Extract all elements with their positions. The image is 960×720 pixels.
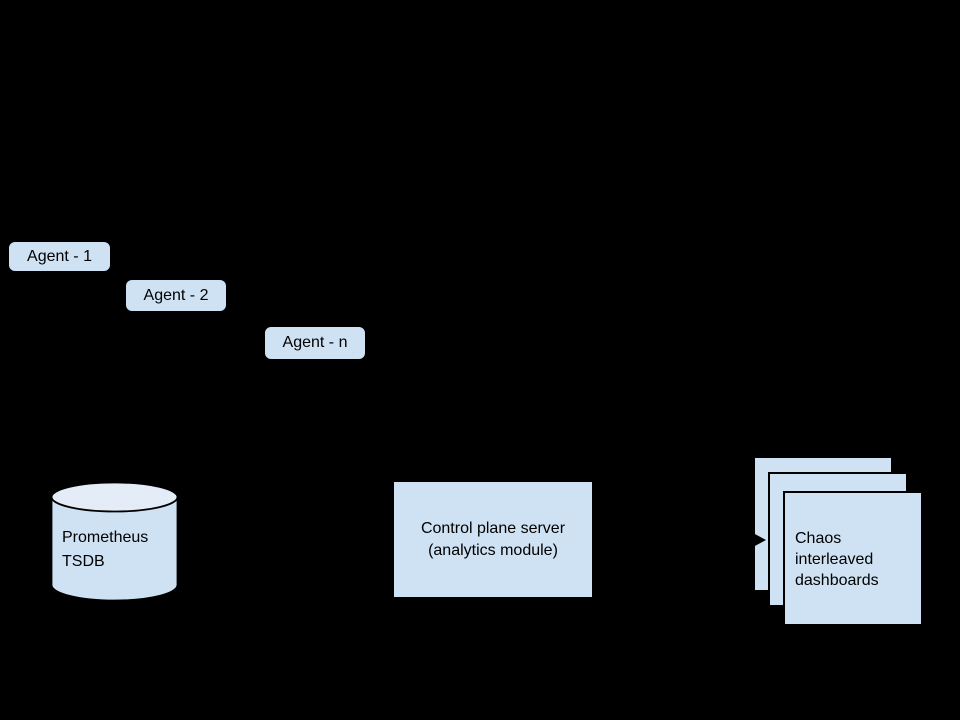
dashboards-label: Chaos interleaved dashboards — [795, 528, 879, 591]
control-plane-box: Control plane server (analytics module) — [393, 481, 593, 598]
dashboards-label-line3: dashboards — [795, 572, 879, 589]
control-plane-label-line1: Control plane server — [420, 519, 566, 537]
agent-2-node: Agent - 2 — [124, 278, 228, 313]
agent-1-label: Agent - 1 — [27, 247, 92, 265]
tsdb-label-line2: TSDB — [62, 553, 105, 570]
agent-n-node: Agent - n — [263, 325, 367, 361]
dashboard-card-front: Chaos interleaved dashboards — [783, 491, 923, 626]
tsdb-label-line1: Prometheus — [62, 529, 149, 546]
agent-n-label: Agent - n — [282, 334, 348, 351]
dashboards-label-line2: interleaved — [795, 551, 874, 568]
agent-2-label: Agent - 2 — [143, 286, 209, 304]
tsdb-label: Prometheus TSDB — [62, 526, 148, 574]
control-plane-label: Control plane server (analytics module) — [421, 518, 565, 562]
agent-1-node: Agent - 1 — [7, 240, 112, 273]
arrowhead-right-icon — [753, 533, 766, 547]
cylinder-shape-icon — [50, 481, 179, 602]
prometheus-tsdb-cylinder: Prometheus TSDB — [50, 481, 179, 602]
control-plane-label-line2: (analytics module) — [428, 541, 558, 559]
dashboards-label-line1: Chaos — [795, 530, 842, 547]
